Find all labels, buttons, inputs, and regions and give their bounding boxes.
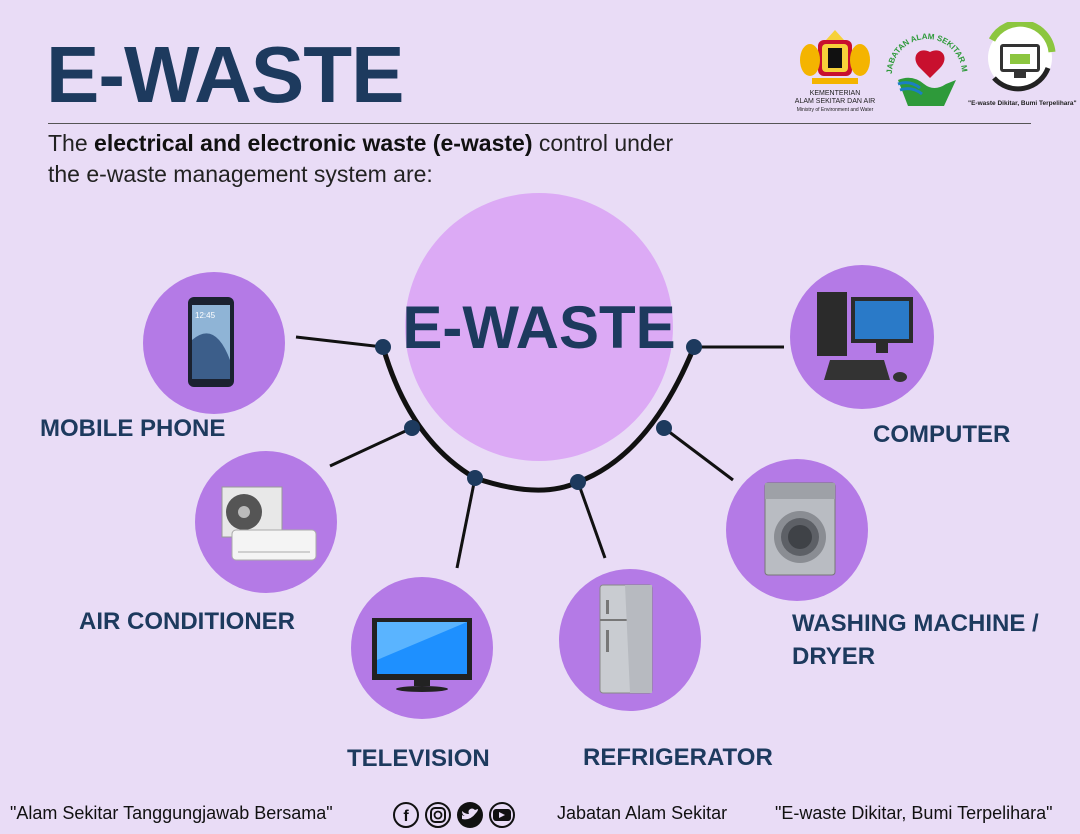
label-computer: COMPUTER [873,421,1011,448]
node-dot [686,339,702,355]
air-conditioner-icon [221,486,317,561]
center-circle [405,193,673,461]
label-mobile-phone: MOBILE PHONE [40,415,226,442]
refrigerator-icon [599,584,653,694]
campaign-caption: "E-waste Dikitar, Bumi Terpelihara" [968,100,1077,107]
intro-bold: electrical and electronic waste (e-waste… [94,130,533,156]
bubble-television [351,577,493,719]
svg-text:12:45: 12:45 [195,311,216,320]
television-icon [372,618,472,692]
campaign-logo: "E-waste Dikitar, Bumi Terpelihara" [968,19,1077,112]
instagram-icon[interactable] [425,802,451,828]
intro-text: The electrical and electronic waste (e-w… [48,128,708,190]
spoke-television [455,477,477,569]
spoke-air-conditioner [329,426,413,468]
mobile-phone-icon: 12:45 [188,297,234,387]
spoke-refrigerator [576,481,607,559]
ministry-name-line3: Ministry of Environment and Water [796,107,874,113]
page-title: E-WASTE [46,30,404,119]
department-logo: JABATAN ALAM SEKITAR MALAYSIA [881,15,970,112]
label-washing-machine-line2: DRYER [792,643,876,670]
bubble-computer [790,265,934,409]
label-air-conditioner: AIR CONDITIONER [79,608,295,635]
facebook-icon[interactable]: f [393,802,419,828]
footer-department: Jabatan Alam Sekitar [557,803,728,823]
node-dot [467,470,483,486]
social-icons: f [392,801,520,829]
svg-text:f: f [403,808,409,825]
washing-machine-icon [764,482,836,576]
header-divider [48,123,1031,124]
bubble-refrigerator [559,569,701,711]
node-dot [375,339,391,355]
label-refrigerator: REFRIGERATOR [583,744,773,771]
node-dot [404,420,420,436]
node-dot [570,474,586,490]
footer-slogan-left: "Alam Sekitar Tanggungjawab Bersama" [10,803,333,823]
label-television: TELEVISION [347,745,490,772]
bubble-air-conditioner [195,451,337,593]
footer-slogan-right: "E-waste Dikitar, Bumi Terpelihara" [775,803,1053,823]
ministry-logo: KEMENTERIAN ALAM SEKITAR DAN AIR Ministr… [790,28,880,120]
twitter-icon[interactable] [457,802,483,828]
intro-prefix: The [48,130,95,156]
spoke-mobile-phone [295,335,384,349]
node-dot [656,420,672,436]
label-washing-machine-line1: WASHING MACHINE / [792,610,1039,637]
bubble-mobile-phone: 12:45 [143,272,285,414]
spoke-washing-machine [663,426,734,482]
label-washing-machine: WASHING MACHINE / DRYER [792,607,1039,673]
bubble-washing-machine [726,459,868,601]
computer-icon [817,292,913,382]
youtube-icon[interactable] [489,802,515,828]
ministry-name-line1: KEMENTERIAN [809,90,861,97]
ministry-name-line2: ALAM SEKITAR DAN AIR [794,98,876,105]
intro-suffix: control under the e-waste management sys… [48,130,674,187]
center-label: E-WASTE [402,294,675,361]
